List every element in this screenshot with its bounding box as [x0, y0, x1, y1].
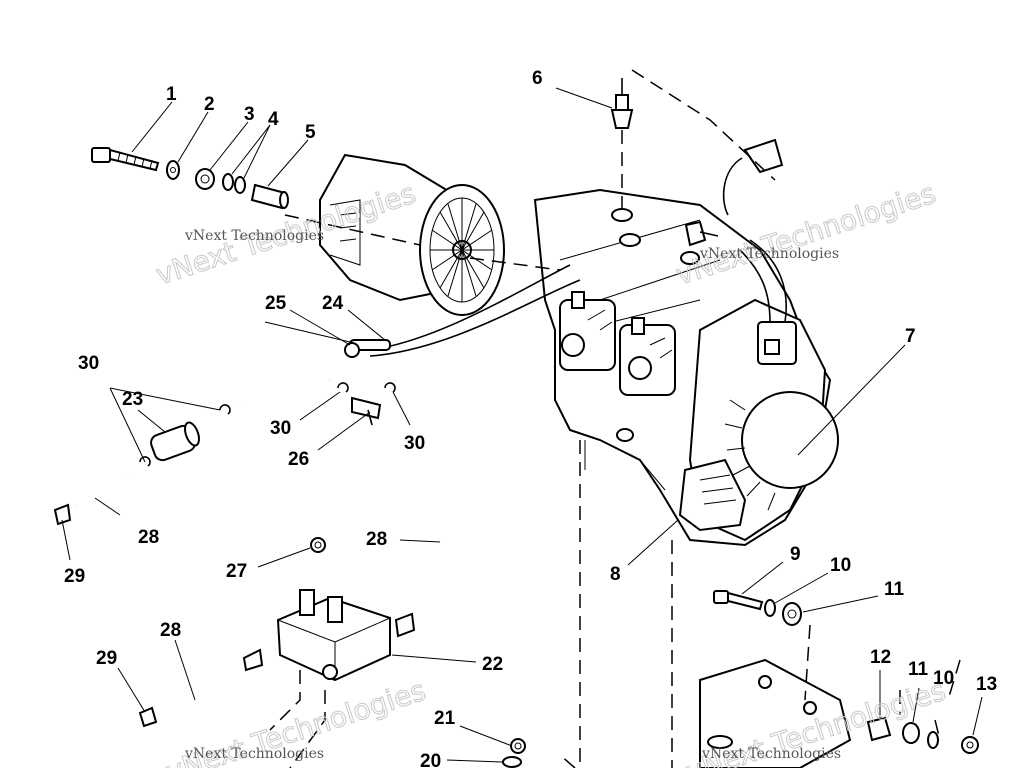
fuel-pump	[242, 589, 416, 682]
carburetors	[559, 291, 676, 396]
spacer-5	[250, 183, 289, 210]
callout-29: 29	[64, 566, 85, 587]
washer-10	[764, 599, 776, 617]
callout-13: 13	[976, 674, 997, 695]
fuel-filter	[150, 421, 200, 462]
spacer-12	[866, 716, 892, 742]
spark-plug	[610, 78, 634, 129]
callout-27: 27	[226, 561, 247, 582]
callout-23: 23	[122, 389, 143, 410]
watermark-small-1: vNext Technologies	[184, 228, 324, 244]
callout-25: 25	[265, 293, 287, 314]
washer	[166, 160, 180, 180]
callout-22: 22	[482, 654, 503, 675]
callout-9: 9	[790, 544, 801, 565]
grommet-11b	[902, 722, 920, 744]
callout-26: 26	[288, 449, 309, 470]
mount-bolt-9	[713, 590, 764, 611]
callout-8: 8	[610, 564, 621, 585]
callout-21: 21	[434, 708, 456, 729]
engine-mount-plate	[699, 658, 852, 768]
nut-13	[961, 736, 979, 754]
callout-10-lower: 10	[933, 668, 954, 689]
grommet-11	[782, 602, 802, 626]
callout-3: 3	[244, 104, 255, 125]
spark-plug-cap-2	[684, 220, 719, 247]
callout-5: 5	[305, 122, 316, 143]
fuel-line-lower	[153, 659, 247, 718]
callout-6: 6	[532, 68, 543, 89]
throttle-cable	[264, 264, 581, 358]
spark-plug-cap	[722, 138, 784, 216]
callout-28-lower: 28	[160, 620, 181, 641]
callout-28-right: 28	[366, 529, 387, 550]
watermark-small-4: vNext Technologies	[701, 746, 841, 762]
callout-28-left: 28	[138, 527, 159, 548]
hose-clamps	[53, 382, 396, 728]
watermark-small-2: vNext Technologies	[699, 246, 839, 262]
callout-1: 1	[166, 84, 177, 105]
callout-4: 4	[268, 109, 279, 130]
callout-11: 11	[884, 579, 905, 600]
fuel-line-left	[73, 475, 130, 508]
callout-10: 10	[830, 555, 851, 576]
callout-30-middle: 30	[270, 418, 291, 439]
fuel-tee-fitting	[351, 396, 382, 426]
assembly-lines	[269, 69, 961, 768]
fitting-21	[510, 738, 526, 754]
callout-7: 7	[905, 326, 916, 347]
callout-labels: 1 2 3 4 5 6 7 8 9 10 11 12 11 10 13 20 2…	[64, 68, 997, 768]
washer-10b	[927, 731, 939, 749]
nut-27	[310, 537, 326, 553]
callout-20: 20	[420, 751, 441, 768]
callout-30-left: 30	[78, 353, 99, 374]
bushing-3	[195, 168, 215, 190]
o-rings-4	[222, 173, 246, 194]
callout-12: 12	[870, 647, 891, 668]
callout-29-lower: 29	[96, 648, 117, 669]
callout-24: 24	[322, 293, 344, 314]
fuel-line-right	[394, 372, 443, 623]
leader-lines	[61, 87, 983, 763]
ignition-coil	[739, 239, 797, 365]
callout-30-right: 30	[404, 433, 425, 454]
callout-11-lower: 11	[908, 659, 929, 680]
watermark-small-3: vNext Technologies	[184, 746, 324, 762]
starter-handle	[678, 458, 747, 532]
callout-2: 2	[204, 94, 215, 115]
drive-clutch	[319, 153, 505, 316]
fitting-20	[502, 756, 522, 768]
fuel-line-upper	[238, 373, 331, 407]
clutch-bolt	[91, 147, 160, 172]
